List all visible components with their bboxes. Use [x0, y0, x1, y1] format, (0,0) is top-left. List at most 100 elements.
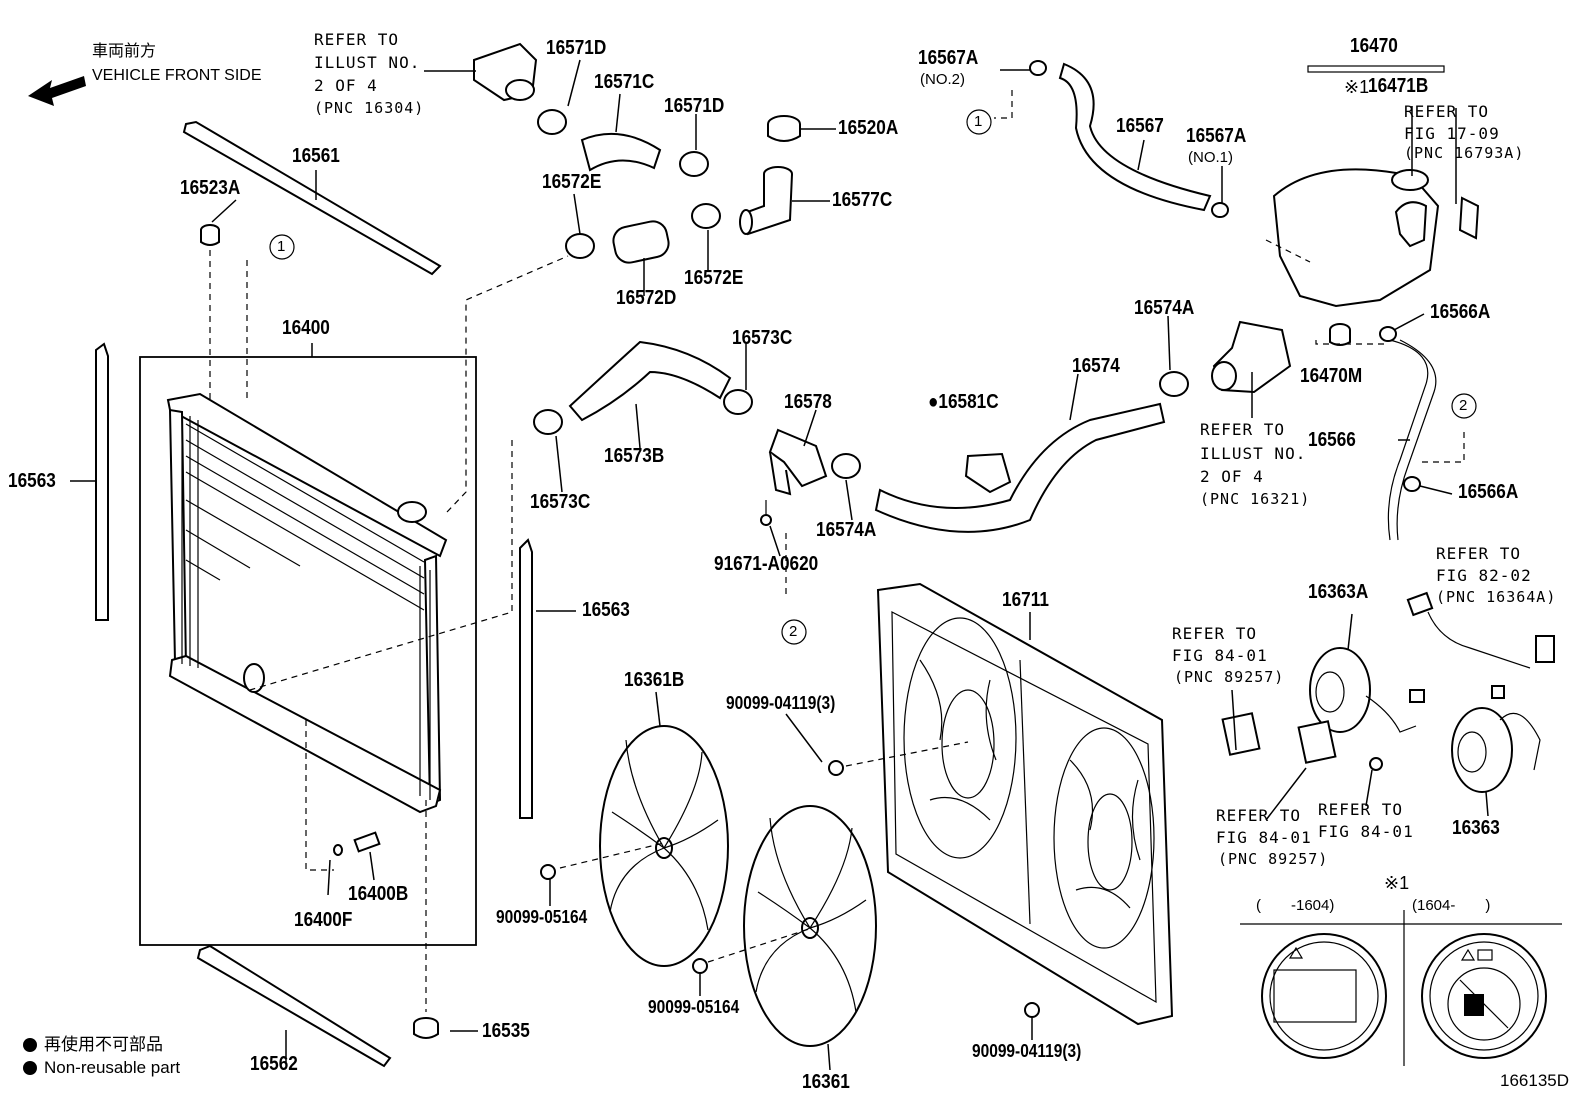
legend-jp: 再使用不可部品: [44, 1035, 163, 1054]
part-label-16363: 16363: [1452, 817, 1500, 839]
part-label-16574A-a: 16574A: [816, 519, 877, 541]
plug-16520A: [767, 115, 801, 142]
part-label-90099-04119-a: 90099-04119(3): [726, 693, 836, 713]
hose-16566: [1387, 339, 1437, 541]
illust-no-16321: ILLUST NO.: [1200, 444, 1307, 463]
diagram-id: 166135D: [1500, 1071, 1570, 1090]
callout-1-b: 1: [974, 113, 983, 130]
callout-2-b: 2: [789, 623, 798, 640]
part-label-16573B: 16573B: [604, 445, 665, 467]
water-inlet-16577C: [739, 166, 793, 236]
inset-right-range: (1604- ): [1412, 897, 1491, 914]
part-label-16577C: 16577C: [832, 189, 893, 211]
callout-circle-2-b: [781, 619, 807, 645]
two-of-four-label: 2 OF 4: [314, 76, 378, 95]
inset-note-mark: ※1: [1384, 873, 1410, 893]
part-label-90099-05164-b: 90099-05164: [648, 997, 740, 1017]
no2-label: (NO.2): [920, 71, 965, 88]
part-label-90099-05164-a: 90099-05164: [496, 907, 588, 927]
two-of-four-16321: 2 OF 4: [1200, 467, 1264, 486]
part-label-16562: 16562: [250, 1053, 298, 1075]
callout-1-a: 1: [277, 238, 286, 255]
fan-motor-16363A: [1309, 647, 1425, 733]
part-label-16361: 16361: [802, 1071, 850, 1093]
part-label-16567A-no2: 16567A: [918, 47, 979, 69]
part-label-16470: 16470: [1350, 35, 1398, 57]
fan-shroud-16711: [876, 582, 1174, 1026]
part-label-91671-A0620: 91671-A0620: [714, 553, 819, 575]
part-label-16571C: 16571C: [594, 71, 655, 93]
part-label-16520A: 16520A: [838, 117, 899, 139]
pnc-16364A-label: (PNC 16364A): [1436, 588, 1557, 606]
part-label-16566A-b: 16566A: [1458, 481, 1519, 503]
drain-cock-16400B: [333, 831, 381, 856]
legend-bullet-icon-1: [23, 1038, 37, 1052]
pnc-89257-b: (PNC 89257): [1218, 850, 1329, 868]
refer-to-label: REFER TO: [314, 30, 400, 49]
callout-circle-1-a: [269, 234, 295, 260]
part-label-16563-right: 16563: [582, 599, 630, 621]
hose-16572D: [612, 220, 670, 264]
water-outlet-right: [1211, 320, 1292, 394]
no1-label: (NO.1): [1188, 149, 1233, 166]
part-label-16572E-b: 16572E: [684, 267, 744, 289]
part-label-16578: 16578: [784, 391, 832, 413]
vehicle-front-arrow-icon: [28, 76, 86, 106]
water-outlet-top: [473, 42, 538, 102]
part-label-16566A-a: 16566A: [1430, 301, 1491, 323]
pnc-16304-label: (PNC 16304): [314, 99, 425, 117]
part-label-16400: 16400: [282, 317, 330, 339]
pnc-89257-a: (PNC 89257): [1174, 668, 1285, 686]
harness-connector: [1406, 591, 1555, 669]
part-label-16471B: 16471B: [1368, 75, 1429, 97]
legend-en: Non-reusable part: [44, 1058, 181, 1077]
part-label-16571D-a: 16571D: [546, 37, 607, 59]
cap-inset: [1240, 910, 1562, 1066]
fig-17-09-label: FIG 17-09: [1404, 124, 1500, 143]
fan-motor-16363: [1451, 685, 1541, 793]
clamp-icons: [533, 60, 1421, 492]
fig-82-02-label: FIG 82-02: [1436, 566, 1532, 585]
pnc-16793A-label: (PNC 16793A): [1404, 144, 1525, 162]
refer-to-16321: REFER TO: [1200, 420, 1286, 439]
fan-16361B: [599, 725, 729, 967]
front-label-en: VEHICLE FRONT SIDE: [92, 67, 262, 84]
fig-84-01-c: FIG 84-01: [1318, 822, 1414, 841]
part-label-90099-04119-b: 90099-04119(3): [972, 1041, 1082, 1061]
reservoir-tank-16470: [1272, 65, 1480, 346]
part-label-16400B: 16400B: [348, 883, 409, 905]
seal-strip-16563-right: [519, 538, 533, 819]
hose-16567: [1058, 62, 1212, 212]
fan-16361: [743, 805, 877, 1047]
part-label-16571D-b: 16571D: [664, 95, 725, 117]
part-label-16523A: 16523A: [180, 177, 241, 199]
part-label-16563-left: 16563: [8, 470, 56, 492]
part-label-16572E-a: 16572E: [542, 171, 602, 193]
seal-strip-16562: [196, 944, 392, 1068]
refer-to-17-09: REFER TO: [1404, 102, 1490, 121]
cushion-16535: [413, 1017, 439, 1039]
part-label-16572D: 16572D: [616, 287, 677, 309]
hose-guide-16581C: [964, 452, 1012, 494]
part-label-16535: 16535: [482, 1020, 530, 1042]
refer-to-84-01-b: REFER TO: [1216, 806, 1302, 825]
union-16578: [760, 428, 828, 526]
part-label-16573C-a: 16573C: [732, 327, 793, 349]
callout-2-a: 2: [1459, 397, 1468, 414]
refer-to-84-01-a: REFER TO: [1172, 624, 1258, 643]
radiator-assembly-frame: [139, 356, 477, 946]
seal-strip-16563-left: [95, 342, 109, 621]
part-label-16361B: 16361B: [624, 669, 685, 691]
part-label-16363A: 16363A: [1308, 581, 1369, 603]
illust-no-label: ILLUST NO.: [314, 53, 421, 72]
part-label-16573C-b: 16573C: [530, 491, 591, 513]
part-label-16561: 16561: [292, 145, 340, 167]
note-mark-1: ※1: [1344, 77, 1370, 97]
part-label-16566: 16566: [1308, 429, 1356, 451]
hose-16574: [874, 402, 1166, 533]
seal-strip-16561: [182, 120, 442, 276]
callout-circle-2-a: [1451, 393, 1477, 419]
relays-89257: [1221, 712, 1383, 771]
part-label-16400F: 16400F: [294, 909, 353, 931]
